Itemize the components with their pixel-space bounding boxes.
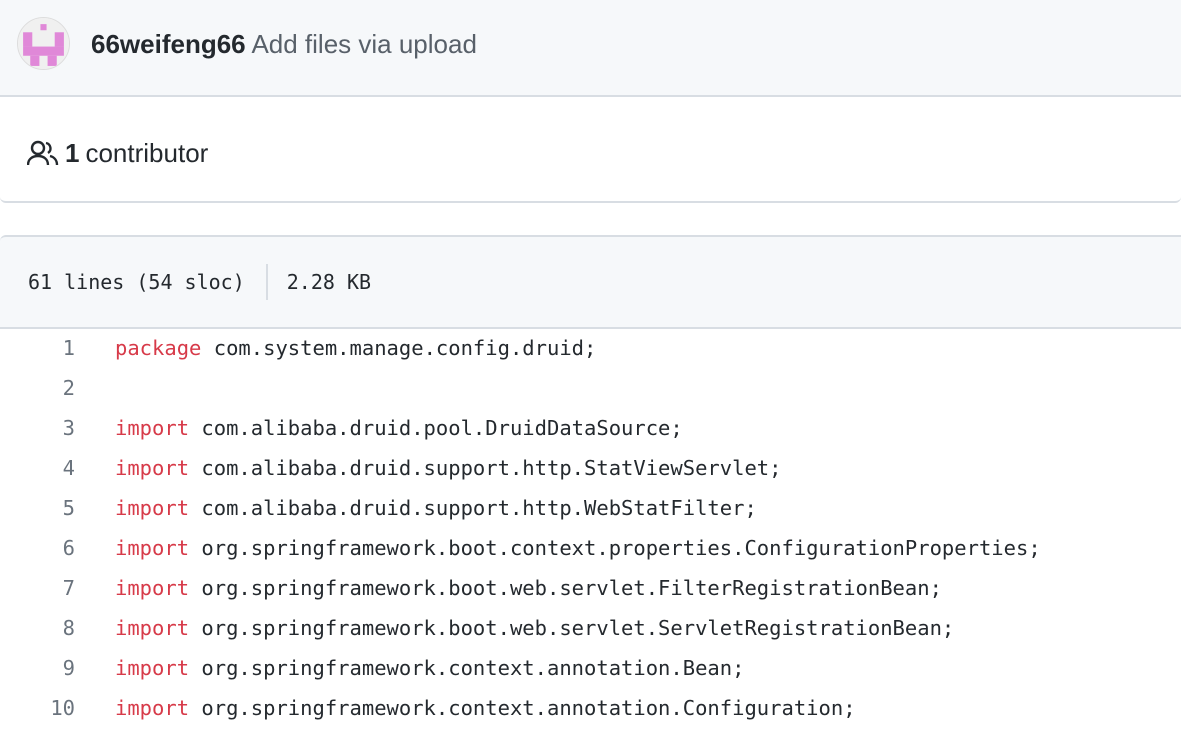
line-number[interactable]: 5: [62, 496, 75, 520]
code-line: 7 import org.springframework.boot.web.ser…: [0, 568, 1181, 608]
code-text: org.springframework.boot.web.servlet.Fil…: [189, 576, 942, 600]
keyword: package: [115, 336, 202, 360]
commit-message[interactable]: Add files via upload: [251, 29, 477, 59]
line-number[interactable]: 4: [62, 456, 75, 480]
file-lines: 61 lines (54 sloc): [28, 270, 245, 294]
code-text: com.alibaba.druid.pool.DruidDataSource;: [189, 416, 683, 440]
code-line: 5 import com.alibaba.druid.support.http.W…: [0, 488, 1181, 528]
keyword: import: [115, 576, 190, 600]
contributor-label: contributor: [85, 138, 209, 168]
commit-author[interactable]: 66weifeng66: [91, 29, 246, 59]
line-code: import org.springframework.boot.web.serv…: [115, 568, 942, 608]
line-number[interactable]: 8: [62, 616, 75, 640]
contributor-count: 1: [65, 138, 80, 168]
code-text: com.alibaba.druid.support.http.WebStatFi…: [189, 496, 757, 520]
people-icon: [27, 140, 59, 166]
line-code: import org.springframework.context.annot…: [115, 648, 744, 688]
divider: [265, 264, 268, 300]
code-text: com.alibaba.druid.support.http.StatViewS…: [189, 456, 782, 480]
code-line: 6 import org.springframework.boot.context…: [0, 528, 1181, 568]
line-code: package com.system.manage.config.druid;: [115, 328, 596, 368]
line-number[interactable]: 1: [62, 336, 75, 360]
contributors-link[interactable]: 1 contributor: [27, 136, 208, 170]
code-line: 1 package com.system.manage.config.druid;: [0, 328, 1181, 368]
keyword: import: [115, 696, 190, 720]
line-code: import com.alibaba.druid.pool.DruidDataS…: [115, 408, 683, 448]
code-text: org.springframework.context.annotation.B…: [189, 656, 745, 680]
keyword: import: [115, 416, 190, 440]
code-line: 2: [0, 368, 1181, 408]
code-line: 8 import org.springframework.boot.web.ser…: [0, 608, 1181, 648]
code-text: org.springframework.boot.web.servlet.Ser…: [189, 616, 955, 640]
line-number[interactable]: 10: [50, 696, 75, 720]
keyword: import: [115, 496, 190, 520]
contributors-box: [0, 97, 1181, 203]
code-text: com.system.manage.config.druid;: [201, 336, 597, 360]
code-line: 3 import com.alibaba.druid.pool.DruidData…: [0, 408, 1181, 448]
keyword: import: [115, 616, 190, 640]
line-code: import org.springframework.context.annot…: [115, 688, 856, 728]
code-line: 10 import org.springframework.context.ann…: [0, 688, 1181, 728]
commit-bar: 66weifeng66 Add files via upload: [0, 0, 1181, 97]
keyword: import: [115, 656, 190, 680]
line-number[interactable]: 7: [62, 576, 75, 600]
line-code: import com.alibaba.druid.support.http.St…: [115, 448, 781, 488]
file-header: [0, 235, 1181, 329]
avatar[interactable]: [17, 17, 70, 70]
line-number[interactable]: 9: [62, 656, 75, 680]
file-size: 2.28 KB: [286, 270, 372, 294]
code-text: org.springframework.boot.context.propert…: [189, 536, 1041, 560]
line-number[interactable]: 6: [62, 536, 75, 560]
code-line: 4 import com.alibaba.druid.support.http.S…: [0, 448, 1181, 488]
line-code: import com.alibaba.druid.support.http.We…: [115, 488, 757, 528]
identicon-icon: [18, 18, 69, 69]
line-code: import org.springframework.boot.context.…: [115, 528, 1041, 568]
keyword: import: [115, 456, 190, 480]
line-number[interactable]: 3: [62, 416, 75, 440]
code-text: org.springframework.context.annotation.C…: [189, 696, 856, 720]
line-code: import org.springframework.boot.web.serv…: [115, 608, 954, 648]
code-view: 1 package com.system.manage.config.druid;…: [0, 328, 1181, 728]
code-line: 9 import org.springframework.context.anno…: [0, 648, 1181, 688]
line-number[interactable]: 2: [62, 376, 75, 400]
keyword: import: [115, 536, 190, 560]
